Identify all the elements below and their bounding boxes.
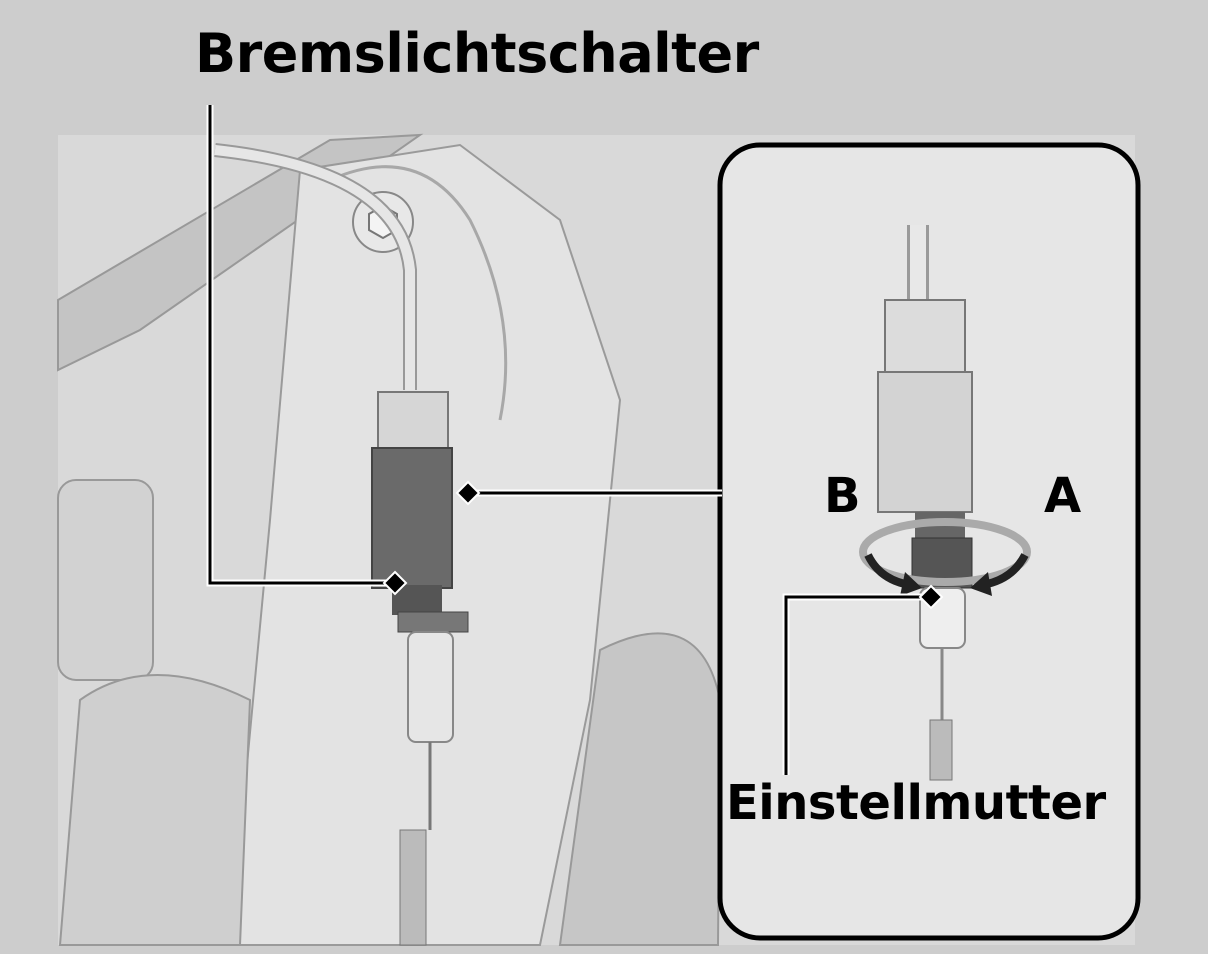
rotation-label-b: B [824, 468, 861, 524]
leader-lines [206, 105, 944, 775]
inset-detail [717, 142, 1141, 941]
adjusting-nut-label: Einstellmutter [726, 775, 1106, 831]
rotation-arrow-icon [859, 518, 1031, 596]
rotation-label-a: A [1044, 468, 1082, 524]
diagram-title: Bremslichtschalter [195, 22, 759, 85]
